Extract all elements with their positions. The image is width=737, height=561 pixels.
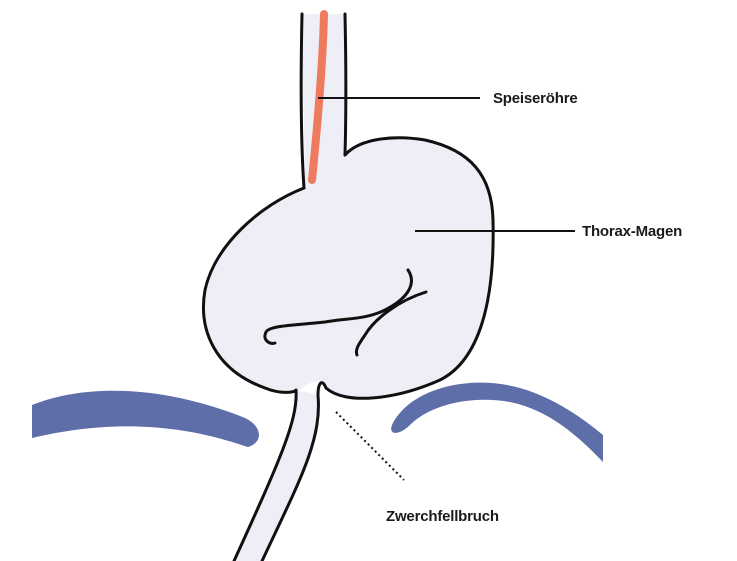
- label-esophagus: Speiseröhre: [493, 90, 578, 107]
- label-diaphragmatic-hernia: Zwerchfellbruch: [386, 508, 499, 525]
- thorax-stomach: [203, 138, 493, 398]
- label-thorax-stomach: Thorax-Magen: [582, 223, 682, 240]
- diaphragm-right: [391, 383, 603, 462]
- diaphragm-left: [32, 391, 259, 447]
- esophagus-outline-right: [345, 14, 346, 155]
